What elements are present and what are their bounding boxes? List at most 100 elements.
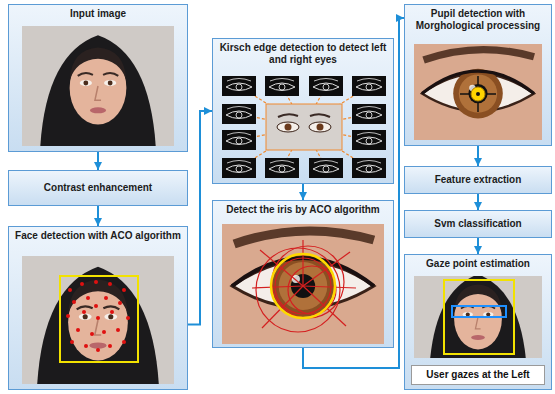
- face-detection-photo-part-part: [94, 280, 98, 284]
- box-fills-part: [212, 200, 394, 348]
- process-box: Detect the iris by ACO algorithm: [212, 200, 394, 348]
- face-detection-photo-part-part: [108, 344, 112, 348]
- face-detection-photo-part-part: [118, 301, 122, 305]
- box-fills-part: [404, 166, 552, 194]
- iris-detection-photo-part-part: [303, 286, 356, 288]
- process-box: Input image: [8, 4, 188, 152]
- flow-arrow: [477, 238, 479, 254]
- kirsch-edge-images-part: [309, 158, 343, 178]
- box-heading: Svm classification: [405, 218, 551, 230]
- flow-arrow: [97, 152, 99, 170]
- flow-arrow: [303, 18, 404, 368]
- process-box: Feature extraction: [404, 166, 552, 194]
- flow-arrow: [477, 146, 479, 166]
- box-fills: [8, 4, 552, 390]
- result-label: User gazes at the Left: [411, 365, 545, 385]
- kirsch-edge-images-part: [222, 104, 256, 124]
- face-detection-photo-part: [60, 276, 138, 362]
- face-detection-photo-part-part: [96, 348, 100, 352]
- box-fills-part: [8, 4, 188, 152]
- face-detection-photo-part-part: [108, 282, 112, 286]
- face-detection-photo-part: [66, 280, 130, 352]
- face-detection-photo-part-part: [122, 288, 126, 292]
- pupil-detection-photo: [414, 44, 542, 140]
- iris-detection-photo-part-part: [302, 240, 303, 286]
- iris-detection-photo-part-part: [303, 252, 350, 286]
- face-detection-photo-part-part: [122, 340, 126, 344]
- face-detection-photo-part-part: [84, 344, 88, 348]
- face-detection-photo-part-part: [72, 300, 76, 304]
- kirsch-edge-images-part: [352, 158, 386, 178]
- box-heading: Contrast enhancement: [9, 182, 187, 194]
- pupil-detection-photo-part: [476, 92, 480, 96]
- box-fills-part: [212, 38, 394, 184]
- iris-detection-photo: [222, 224, 384, 344]
- face-detection-photo-part-part: [66, 314, 70, 318]
- box-heading: Gaze point estimation: [405, 255, 551, 270]
- iris-detection-photo-part-part: [303, 286, 346, 326]
- flow-arrow: [477, 194, 479, 210]
- face-detection-photo-part-part: [80, 282, 84, 286]
- face-detection-photo: [18, 256, 178, 384]
- box-heading: Input image: [9, 5, 187, 20]
- iris-detection-photo-part-part: [252, 286, 303, 288]
- kirsch-edge-images-part: [266, 104, 342, 150]
- kirsch-edge-images-part: [222, 130, 256, 150]
- face-detection-photo-part-part: [94, 304, 98, 308]
- kirsch-edge-images-part: [309, 76, 343, 96]
- box-heading: Detect the iris by ACO algorithm: [213, 201, 393, 216]
- pupil-detection-photo-part: [414, 44, 542, 140]
- box-heading: Feature extraction: [405, 174, 551, 186]
- iris-detection-photo-part: [222, 224, 384, 344]
- iris-detection-photo-part-part: [262, 286, 303, 328]
- box-fills-part: [404, 4, 552, 146]
- gaze-estimation-photo-part: [452, 306, 506, 317]
- face-detection-photo-part-part: [110, 310, 114, 314]
- kirsch-edge-images-part: [352, 76, 386, 96]
- box-fills-part: [8, 226, 188, 390]
- flow-arrow: [302, 184, 304, 200]
- iris-detection-photo-part-part: [256, 248, 340, 332]
- face-detection-photo-part-part: [82, 310, 86, 314]
- kirsch-edge-images-part: [278, 114, 330, 117]
- box-fills-part: [404, 254, 552, 390]
- input-photo-part: [22, 25, 174, 147]
- face-detection-photo-part-part: [90, 332, 94, 336]
- face-detection-photo-part-part: [86, 296, 90, 300]
- gaze-estimation-photo-part: [444, 280, 514, 354]
- process-box: Gaze point estimationUser gazes at the L…: [404, 254, 552, 390]
- input-photo: [22, 25, 174, 147]
- box-fills-part: [404, 210, 552, 238]
- box-heading: Kirsch edge detection to detect left and…: [213, 39, 393, 66]
- face-detection-photo-part: [18, 256, 178, 384]
- iris-detection-photo-part: [252, 240, 356, 332]
- kirsch-edge-images-part: [352, 130, 386, 150]
- face-detection-photo-part-part: [126, 316, 130, 320]
- kirsch-edge-images-part: [352, 104, 386, 124]
- kirsch-edge-images-part: [277, 122, 299, 132]
- box-fills-part: [8, 170, 188, 206]
- face-detection-photo-part-part: [102, 330, 106, 334]
- flow-arrow: [188, 111, 212, 324]
- kirsch-edge-images-part: [239, 86, 369, 168]
- pupil-detection-photo-part: [471, 87, 485, 101]
- kirsch-edge-images: [222, 76, 386, 178]
- gaze-estimation-photo: [414, 266, 542, 368]
- box-heading: Pupil detection with Morghological proce…: [405, 5, 551, 32]
- kirsch-edge-images-part: [317, 124, 324, 131]
- face-detection-photo-part-part: [96, 316, 100, 320]
- face-detection-photo-part-part: [104, 296, 108, 300]
- process-box: Pupil detection with Morghological proce…: [404, 4, 552, 146]
- process-box: Kirsch edge detection to detect left and…: [212, 38, 394, 184]
- box-heading: Face detection with ACO algorithm: [9, 227, 187, 242]
- kirsch-edge-images-part: [309, 122, 331, 132]
- face-detection-photo-part-part: [116, 328, 120, 332]
- face-detection-photo-part-part: [70, 340, 74, 344]
- process-box: Svm classification: [404, 210, 552, 238]
- face-detection-photo-part-part: [76, 328, 80, 332]
- kirsch-edge-images-part: [265, 158, 299, 178]
- kirsch-edge-images-part: [285, 124, 292, 131]
- flow-arrow: [97, 206, 99, 226]
- kirsch-edge-images-part: [222, 158, 256, 178]
